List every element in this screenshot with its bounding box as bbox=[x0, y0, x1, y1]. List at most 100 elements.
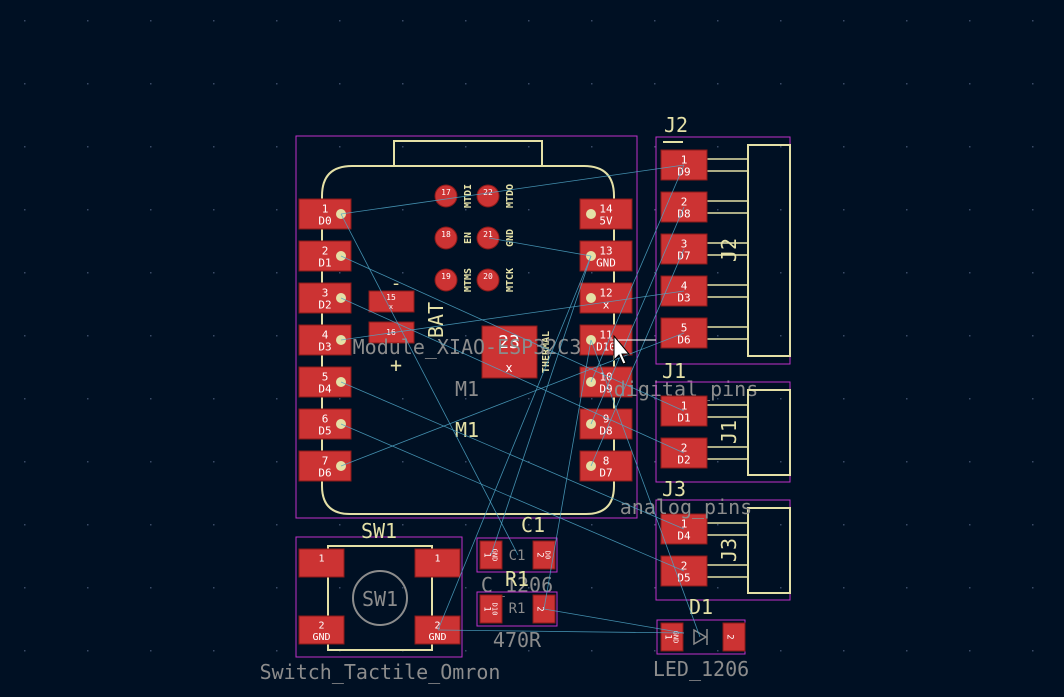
grid-dot bbox=[1032, 650, 1034, 652]
grid-dot bbox=[843, 20, 845, 22]
debug-pad-17[interactable]: 17 bbox=[434, 184, 458, 208]
grid-dot bbox=[843, 587, 845, 589]
m1-pad-8[interactable]: 8D7 bbox=[579, 450, 633, 482]
m1-pad-14-net: 5V bbox=[599, 215, 613, 228]
j3-body bbox=[747, 507, 791, 594]
grid-dot bbox=[780, 335, 782, 337]
thermal-pad-23[interactable]: 23 x bbox=[481, 325, 538, 379]
grid-dot bbox=[717, 20, 719, 22]
grid-dot bbox=[906, 20, 908, 22]
r1-courtyard bbox=[476, 591, 558, 627]
grid-dot bbox=[276, 461, 278, 463]
ratsnest-line bbox=[590, 206, 685, 425]
grid-dot bbox=[654, 524, 656, 526]
j2-pad-3-net: D7 bbox=[677, 250, 690, 263]
debug-pad-22-label: MTDO bbox=[505, 184, 516, 208]
grid-dot bbox=[591, 524, 593, 526]
grid-dot bbox=[402, 272, 404, 274]
j2-silk-label: J2 bbox=[717, 238, 741, 262]
ratsnest-line bbox=[490, 255, 592, 556]
j2-pad-2-num: 2 bbox=[681, 196, 688, 209]
d1-pad-2[interactable]: 2 bbox=[722, 622, 746, 652]
grid-dot bbox=[276, 209, 278, 211]
battery-pad-15[interactable]: 15 x bbox=[368, 290, 415, 313]
grid-dot bbox=[402, 20, 404, 22]
debug-pad-22[interactable]: 22 bbox=[476, 184, 500, 208]
j2-pad-5-net: D6 bbox=[677, 334, 690, 347]
m1-pad-6[interactable]: 6D5 bbox=[298, 408, 352, 440]
c1-courtyard bbox=[476, 537, 558, 573]
grid-dot bbox=[591, 20, 593, 22]
grid-dot bbox=[654, 209, 656, 211]
debug-pad-21[interactable]: 21 bbox=[476, 226, 500, 250]
grid-dot bbox=[780, 524, 782, 526]
grid-dot bbox=[213, 587, 215, 589]
grid-dot bbox=[717, 461, 719, 463]
sw1-pad-2[interactable]: 1 bbox=[414, 548, 461, 578]
grid-dot bbox=[528, 524, 530, 526]
grid-dot bbox=[24, 209, 26, 211]
grid-dot bbox=[969, 272, 971, 274]
debug-pad-18[interactable]: 18 bbox=[434, 226, 458, 250]
m1-pad-9-num: 9 bbox=[603, 413, 610, 426]
j2-pad-2-net: D8 bbox=[677, 208, 690, 221]
m1-pad-8-num: 8 bbox=[603, 455, 610, 468]
grid-dot bbox=[654, 587, 656, 589]
battery-minus-label: - bbox=[391, 273, 402, 294]
debug-pad-17-copper bbox=[434, 184, 458, 208]
ratsnest-line bbox=[340, 332, 685, 467]
sw1-pad-4-num: 2 bbox=[434, 621, 440, 632]
debug-pad-19[interactable]: 19 bbox=[434, 268, 458, 292]
grid-dot bbox=[528, 146, 530, 148]
grid-dot bbox=[213, 209, 215, 211]
grid-dot bbox=[465, 272, 467, 274]
c1-fab-ref: C1 bbox=[509, 548, 526, 564]
j1-pad-2-num: 2 bbox=[681, 442, 688, 455]
grid-dot bbox=[654, 272, 656, 274]
grid-dot bbox=[1032, 461, 1034, 463]
grid-dot bbox=[465, 146, 467, 148]
d1-pad-1-net: GND bbox=[671, 631, 679, 644]
debug-pad-22-copper bbox=[476, 184, 500, 208]
battery-pad-15-num: 15 bbox=[386, 293, 396, 302]
debug-pad-20-label: MTCK bbox=[505, 268, 516, 292]
grid-dot bbox=[24, 272, 26, 274]
debug-pad-20[interactable]: 20 bbox=[476, 268, 500, 292]
r1-pad-2-num: 2 bbox=[535, 606, 545, 611]
j1-body bbox=[747, 389, 791, 476]
c1-pad-2-copper bbox=[532, 540, 556, 570]
ratsnest-line bbox=[340, 297, 685, 454]
grid-dot bbox=[654, 398, 656, 400]
grid-dot bbox=[528, 587, 530, 589]
grid-dot bbox=[843, 650, 845, 652]
grid-dot bbox=[906, 335, 908, 337]
grid-dot bbox=[1032, 146, 1034, 148]
d1-ref: D1 bbox=[689, 595, 713, 619]
m1-pad-5-net: D4 bbox=[318, 383, 332, 396]
grid-dot bbox=[213, 146, 215, 148]
grid-dot bbox=[591, 587, 593, 589]
grid-dot bbox=[276, 146, 278, 148]
debug-pad-19-copper bbox=[434, 268, 458, 292]
grid-dot bbox=[465, 20, 467, 22]
ratsnest-line bbox=[488, 237, 592, 257]
grid-dot bbox=[1032, 272, 1034, 274]
sw1-pad-1[interactable]: 1 bbox=[298, 548, 345, 578]
grid-dot bbox=[654, 146, 656, 148]
grid-dot bbox=[906, 398, 908, 400]
debug-pad-17-num: 17 bbox=[441, 188, 451, 197]
m1-pad-3-net: D2 bbox=[318, 299, 331, 312]
c1-pad-2[interactable]: 2D0 bbox=[532, 540, 556, 570]
m1-pad-1-num: 1 bbox=[322, 203, 329, 216]
